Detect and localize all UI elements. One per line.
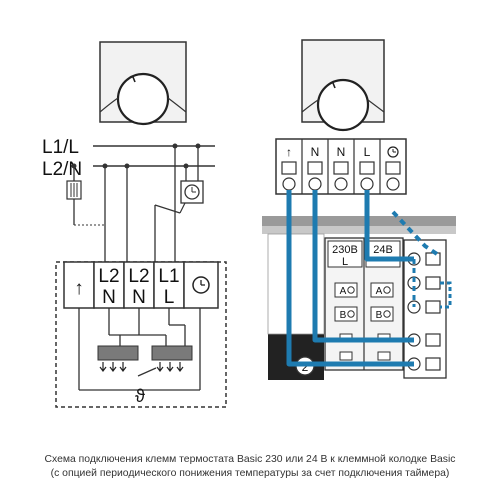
switch-b-label-2: B: [376, 310, 383, 321]
terminal-l2-label-1: L2: [98, 266, 119, 287]
right-terminal-strip: ↑ N N L: [275, 138, 407, 195]
left-thermostat-icon: [99, 41, 187, 126]
timer-icon: [179, 143, 204, 214]
sensor-symbol: ϑ: [135, 386, 145, 406]
terminal-n-label-2: N: [132, 287, 146, 308]
right-terminal-n-label-2: N: [337, 145, 346, 159]
right-terminal-n-label-1: N: [311, 145, 320, 159]
right-terminal-clock-icon: [387, 146, 399, 158]
terminal-l-label: L: [164, 287, 175, 308]
left-scheme: L1/L L2/N: [42, 41, 227, 408]
caption-line-2: (с опцией периодического понижения темпе…: [50, 468, 450, 479]
left-terminal-strip: ↑ L2 N L2 N L1 L: [63, 261, 219, 309]
right-thermostat-icon: [301, 39, 385, 132]
output-connectors: [403, 239, 447, 379]
right-scheme: ↑ N N L 2: [262, 39, 456, 380]
terminal-l1-label: L1: [158, 266, 179, 287]
timer-wire-dashed: [391, 210, 439, 256]
terminal-l2-label-2: L2: [128, 266, 149, 287]
block-sublabel-l: L: [342, 256, 348, 268]
line-label-l2: L2/N: [42, 159, 82, 180]
heating-element-icon: [97, 345, 193, 372]
basic-terminal-block: 230B 24B L A B A B: [324, 237, 404, 371]
block-label-24: 24B: [373, 244, 393, 256]
switch-b-label-1: B: [340, 310, 347, 321]
blue-wires: [286, 190, 414, 367]
terminal-clock-icon: [192, 276, 210, 294]
number-circle-label: 2: [302, 360, 309, 374]
right-terminal-arrow-label: ↑: [286, 145, 292, 159]
switch-icon: [66, 163, 82, 200]
terminal-n-label-1: N: [102, 287, 116, 308]
switch-a-label-2: A: [376, 286, 383, 297]
block-label-230: 230B: [332, 244, 358, 256]
switch-a-label-1: A: [340, 286, 347, 297]
terminal-arrow-label: ↑: [74, 278, 84, 299]
caption-line-1: Схема подключения клемм термостата Basic…: [44, 454, 456, 465]
line-label-l1: L1/L: [42, 137, 79, 158]
right-terminal-l-label: L: [364, 145, 371, 159]
